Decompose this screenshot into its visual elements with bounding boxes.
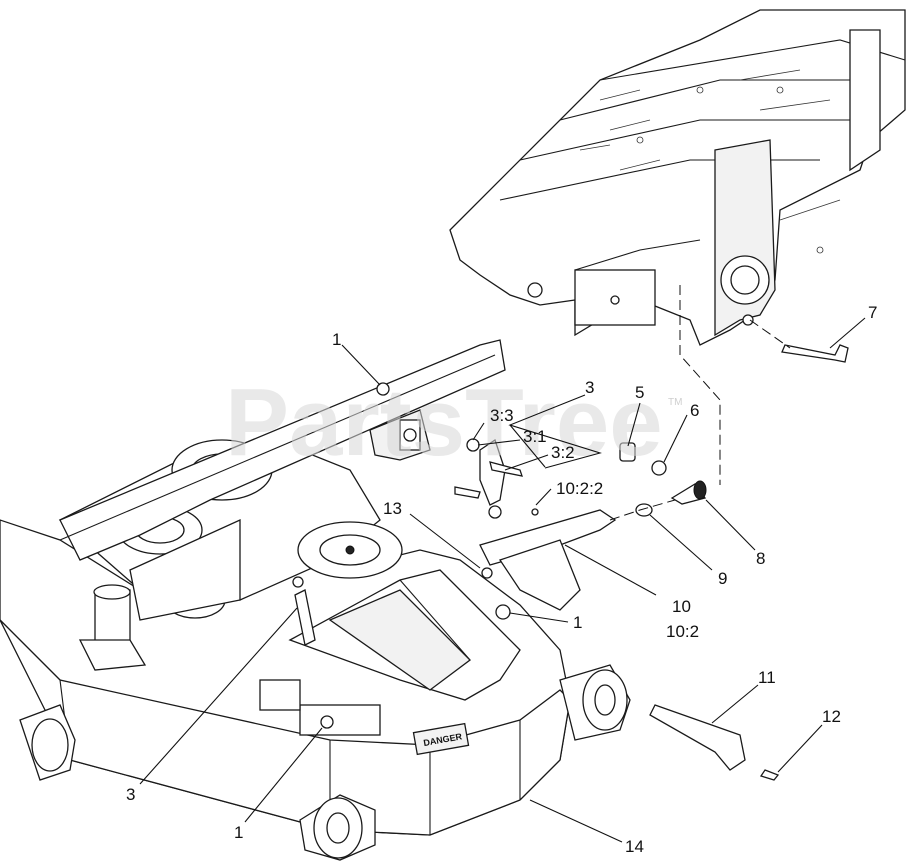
- callout-11: 11: [758, 668, 776, 687]
- leader-lines: [139, 317, 866, 843]
- callout-1-lower: 1: [234, 823, 243, 842]
- upper-frame: [449, 9, 906, 346]
- callout-6: 6: [690, 401, 699, 420]
- hardware-parts: [292, 344, 849, 781]
- callout-7: 7: [868, 303, 877, 322]
- callout-10-2-2: 10:2:2: [556, 479, 603, 498]
- callout-3-lower: 3: [126, 785, 135, 804]
- callout-13: 13: [383, 499, 402, 518]
- reference-lines: [609, 285, 791, 521]
- callout-1-mid: 1: [573, 613, 582, 632]
- callout-3-3: 3:3: [490, 406, 514, 425]
- watermark-tm: TM: [668, 397, 682, 408]
- callout-5: 5: [635, 383, 644, 402]
- callout-10: 10: [672, 597, 691, 616]
- callout-10-2: 10:2: [666, 622, 699, 641]
- callout-3-2: 3:2: [551, 443, 575, 462]
- callout-12: 12: [822, 707, 841, 726]
- belt-cover: [259, 569, 521, 711]
- callout-1-upper: 1: [332, 330, 341, 349]
- frame-rail: [59, 339, 506, 621]
- callout-3-upper: 3: [585, 378, 594, 397]
- callout-labels: 7 1 3 3:3 3:1 3:2 5 6 10:2:2 13 8 9 1 10…: [126, 303, 877, 856]
- callout-3-1: 3:1: [523, 427, 547, 446]
- callout-8: 8: [756, 549, 765, 568]
- callout-14: 14: [625, 837, 644, 856]
- watermark: PartsTree: [225, 369, 663, 476]
- callout-9: 9: [718, 569, 727, 588]
